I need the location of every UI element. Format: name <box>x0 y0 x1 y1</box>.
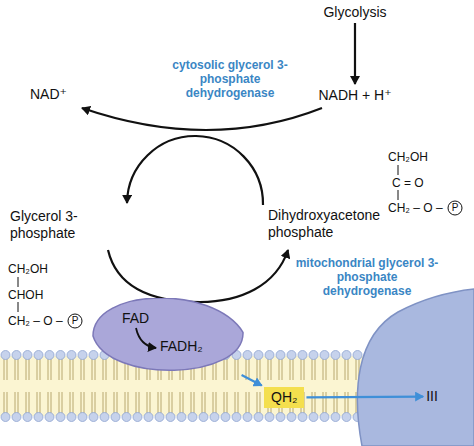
chem-group: CH₂ – O – <box>8 314 63 328</box>
cofactor-name: FAD <box>122 310 149 327</box>
metabolite-name: Dihydroxyacetone phosphate <box>268 207 390 241</box>
metabolite-name: Glycerol 3- phosphate <box>10 208 102 242</box>
cycle-arc-bottom <box>108 250 288 302</box>
flow-arrow <box>354 23 356 84</box>
phosphate-circle <box>448 201 462 215</box>
metabolite-label: NADH + H⁺ <box>318 87 391 104</box>
bond <box>398 190 399 200</box>
complex-iii <box>357 289 474 446</box>
cofactor-name: NAD⁺ <box>30 86 67 103</box>
complex-name: III <box>426 388 438 405</box>
chem-group: CH₂ – O – <box>388 201 443 215</box>
chem-group: CH₂OH <box>8 262 48 276</box>
bond <box>18 302 19 312</box>
bond <box>398 165 399 175</box>
chem-group: C = O <box>392 176 424 190</box>
enzyme-name: mitochondrial glycerol 3-phosphate dehyd… <box>292 256 442 298</box>
quinol-name: QH₂ <box>271 389 297 406</box>
cycle-arc-top <box>127 136 263 205</box>
quinol-box: QH₂ <box>264 387 304 408</box>
pathway-label: Glycolysis <box>323 4 386 21</box>
phosphate-symbol: P <box>450 202 460 214</box>
reduction-arrow <box>136 328 156 348</box>
phosphate-symbol: P <box>70 315 80 327</box>
enzyme-name: cytosolic glycerol 3-phosphate dehydroge… <box>160 58 300 100</box>
phosphate-circle <box>68 314 82 328</box>
enzyme-shape <box>93 298 243 370</box>
cofactor-name: FADH₂ <box>160 338 203 355</box>
flow-arrow <box>306 395 423 398</box>
pathway-name: Glycolysis <box>323 4 386 21</box>
chem-group: CH₂OH <box>388 150 428 164</box>
flow-arrow <box>242 375 262 386</box>
nadh-arc <box>82 108 322 130</box>
blob-outline <box>92 298 244 374</box>
cofactor-name: NADH + H⁺ <box>318 87 391 104</box>
complex-label: III <box>426 388 438 405</box>
bond <box>18 277 19 287</box>
enzyme-blob: FAD FADH₂ <box>92 298 244 374</box>
chem-group: CHOH <box>8 288 43 302</box>
